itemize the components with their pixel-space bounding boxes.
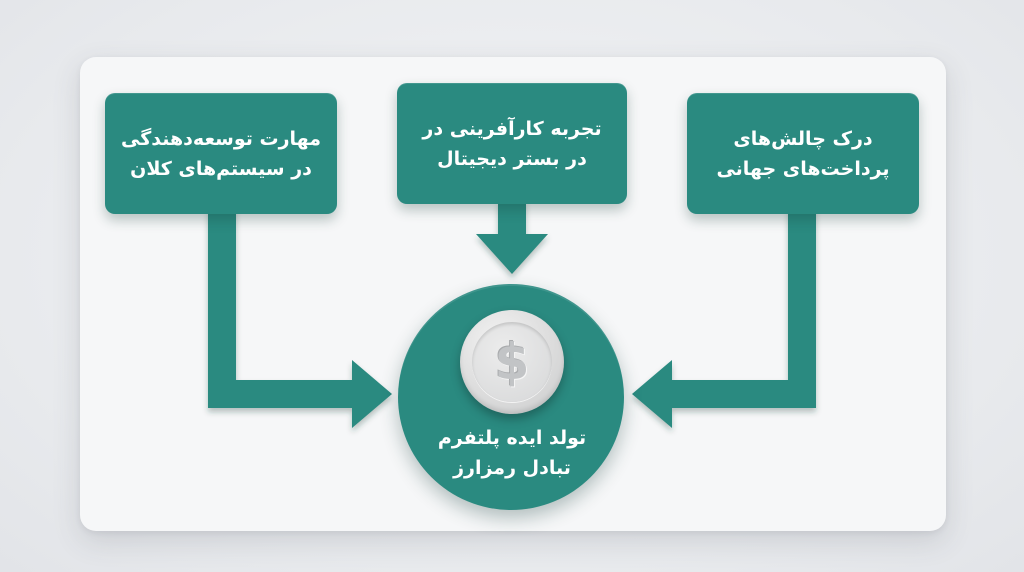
coin-face: $: [472, 322, 552, 402]
node-center-line2: در بستر دیجیتال: [437, 147, 587, 170]
hub-label-line2: تبادل رمزارز: [453, 457, 571, 479]
dollar-coin-icon: $: [460, 310, 564, 414]
node-right-line1: درک چالش‌های: [733, 127, 873, 150]
arrow-right-to-hub: [632, 208, 816, 428]
node-left-line2: در سیستم‌های کلان: [130, 157, 312, 180]
node-developer-skills: مهارت توسعه‌دهندگی در سیستم‌های کلان: [105, 93, 337, 214]
node-center-line1: تجربه کارآفرینی در: [422, 117, 602, 140]
node-right-line2: پرداخت‌های جهانی: [716, 157, 890, 180]
node-left-line1: مهارت توسعه‌دهندگی: [121, 127, 321, 150]
arrow-left-to-hub: [208, 208, 392, 428]
arrow-center-to-hub: [476, 200, 548, 274]
hub-label-line1: تولد ایده پلتفرم: [437, 427, 587, 449]
dollar-sign-glyph: $: [494, 333, 530, 391]
node-entrepreneurship: تجربه کارآفرینی در در بستر دیجیتال: [397, 83, 627, 204]
hub-label: تولد ایده پلتفرم تبادل رمزارز: [410, 423, 614, 483]
node-global-payments: درک چالش‌های پرداخت‌های جهانی: [687, 93, 919, 214]
